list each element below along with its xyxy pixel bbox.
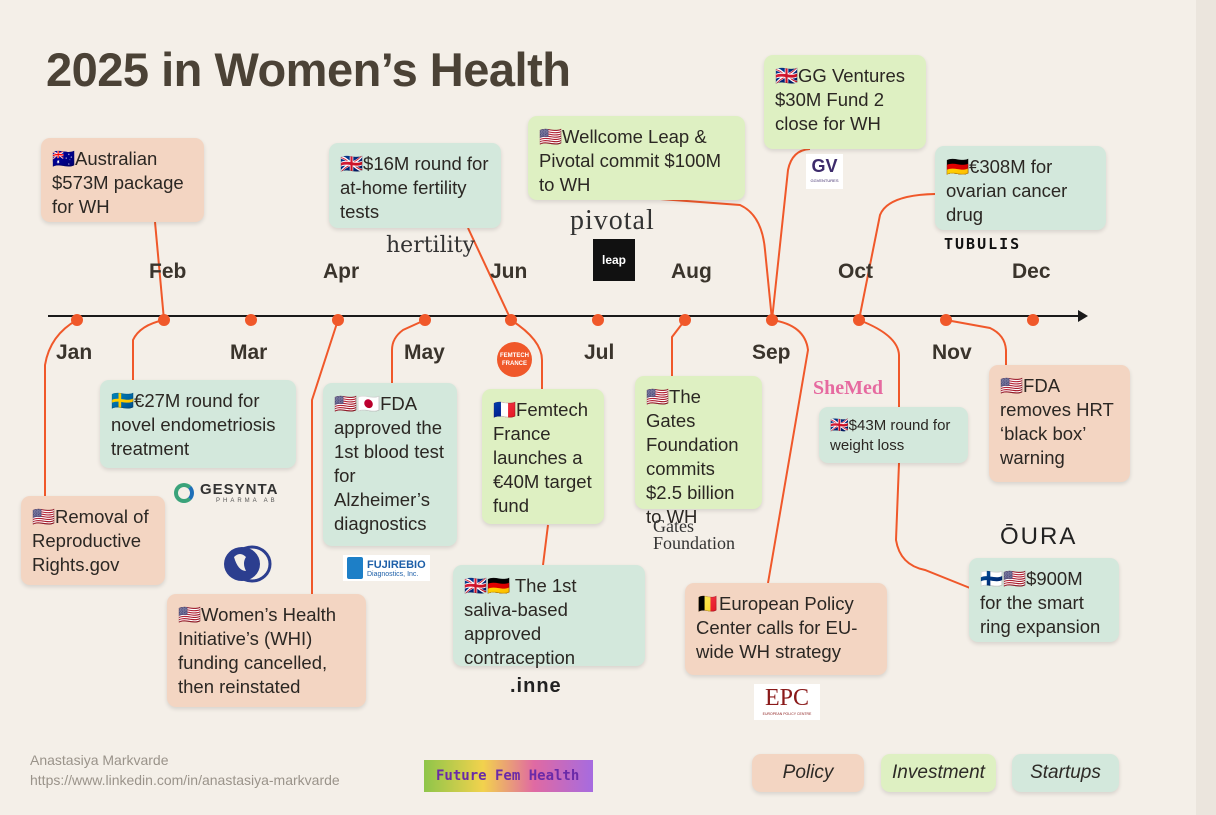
month-label-oct: Oct <box>838 260 874 283</box>
fujirebio-subtitle: Diagnostics, Inc. <box>367 570 419 578</box>
whi-logo <box>220 545 272 588</box>
timeline-arrowhead <box>1078 310 1088 322</box>
connector-tubulis <box>858 193 936 321</box>
event-card-rrgov: 🇺🇸Removal of Reproductive Rights.gov <box>21 496 165 585</box>
event-card-australia: 🇦🇺Australian $573M package for WH <box>41 138 204 222</box>
gesynta-logo: GESYNTA PHARMA AB <box>174 481 278 504</box>
hertility-logo: hertility <box>386 233 475 258</box>
oura-logo: ŌURA <box>1000 523 1078 550</box>
month-label-jun: Jun <box>490 260 528 283</box>
event-card-gg-ventures: 🇬🇧GG Ventures $30M Fund 2 close for WH <box>764 55 926 149</box>
future-fem-health-badge: Future Fem Health <box>424 760 593 792</box>
epc-mark: EPC <box>764 685 809 711</box>
event-card-fda-alzheimers: 🇺🇸🇯🇵FDA approved the 1st blood test for … <box>323 383 457 546</box>
month-dot-dec <box>1027 314 1039 326</box>
fujirebio-wordmark: FUJIREBIO <box>367 558 426 571</box>
month-dot-oct <box>853 314 865 326</box>
connector-rrgov <box>44 319 78 497</box>
femtech-france-logo-line2: FRANCE <box>502 361 527 367</box>
gg-ventures-mark: GV <box>811 156 838 176</box>
event-card-femtech-france: 🇫🇷Femtech France launches a €40M target … <box>482 389 604 524</box>
future-fem-health-badge-label: Future Fem Health <box>436 768 580 784</box>
month-dot-apr <box>332 314 344 326</box>
connector-whi <box>311 319 339 594</box>
gesynta-wordmark: GESYNTA <box>200 481 279 498</box>
inne-logo: .inne <box>510 675 562 697</box>
fujirebio-icon <box>347 557 363 579</box>
connector-hrt <box>945 319 1007 365</box>
connector-wellcome <box>659 198 773 321</box>
epc-logo: EPC EUROPEAN POLICY CENTRE <box>754 684 820 720</box>
month-dot-jul <box>592 314 604 326</box>
event-card-gesynta: 🇸🇪€27M round for novel endometriosis tre… <box>100 380 296 468</box>
connector-femtech-france <box>510 319 543 389</box>
month-label-apr: Apr <box>323 260 360 283</box>
connector-gates <box>671 319 686 378</box>
month-label-sep: Sep <box>752 341 791 364</box>
month-dot-mar <box>245 314 257 326</box>
connector-epc <box>767 319 810 584</box>
gesynta-subtitle: PHARMA AB <box>216 498 278 504</box>
gg-ventures-subtitle: GGVENTURES <box>810 178 839 183</box>
connector-gg <box>771 148 811 321</box>
connector-gesynta <box>132 319 165 381</box>
connector-saliva <box>542 524 549 566</box>
month-label-may: May <box>404 341 445 364</box>
month-label-jan: Jan <box>56 341 93 364</box>
page-edge <box>1196 0 1216 815</box>
leap-logo: leap <box>593 239 635 281</box>
month-label-dec: Dec <box>1012 260 1051 283</box>
month-dot-jun <box>505 314 517 326</box>
gates-foundation-logo: Gates Foundation <box>653 516 736 553</box>
event-card-hrt: 🇺🇸FDA removes HRT ‘black box’ warning <box>989 365 1130 482</box>
event-card-wellcome-leap: 🇺🇸Wellcome Leap & Pivotal commit $100M t… <box>528 116 745 200</box>
connector-shemed <box>858 319 900 407</box>
femtech-france-logo: FEMTECH FRANCE <box>497 342 532 377</box>
event-card-whi: 🇺🇸Women’s Health Initiative’s (WHI) fund… <box>167 594 366 707</box>
event-card-shemed: 🇬🇧$43M round for weight loss <box>819 407 968 463</box>
fujirebio-logo: FUJIREBIO Diagnostics, Inc. <box>343 555 430 581</box>
epc-subtitle: EUROPEAN POLICY CENTRE <box>762 712 812 716</box>
month-label-nov: Nov <box>932 341 972 364</box>
connector-australia <box>154 221 165 321</box>
event-card-tubulis: 🇩🇪€308M for ovarian cancer drug <box>935 146 1106 230</box>
gates-logo-line1: Gates <box>653 516 694 536</box>
connector-hertility <box>467 227 512 321</box>
month-dot-feb <box>158 314 170 326</box>
page-title: 2025 in Women’s Health <box>46 43 571 96</box>
event-card-hertility: 🇬🇧$16M round for at-home fertility tests <box>329 143 501 228</box>
legend-policy: Policy <box>752 754 864 792</box>
month-label-feb: Feb <box>149 260 187 283</box>
shemed-logo: SheMed <box>813 377 883 399</box>
legend-investment: Investment <box>881 754 996 792</box>
month-dot-sep <box>766 314 778 326</box>
gg-ventures-logo: GV GGVENTURES <box>806 154 843 189</box>
femtech-france-logo-line1: FEMTECH <box>500 353 529 359</box>
credit-url[interactable]: https://www.linkedin.com/in/anastasiya-m… <box>30 772 340 788</box>
legend-startups: Startups <box>1012 754 1119 792</box>
event-card-oura: 🇫🇮🇺🇸$900M for the smart ring expansion <box>969 558 1119 642</box>
event-card-gates-foundation: 🇺🇸The Gates Foundation commits $2.5 bill… <box>635 376 762 527</box>
month-label-mar: Mar <box>230 341 268 364</box>
month-dot-aug <box>679 314 691 326</box>
month-label-jul: Jul <box>584 341 615 364</box>
month-label-aug: Aug <box>671 260 712 283</box>
month-dot-nov <box>940 314 952 326</box>
tubulis-logo: TUBULIS <box>944 235 1022 253</box>
credit-name: Anastasiya Markvarde <box>30 752 169 768</box>
month-dot-may <box>419 314 431 326</box>
connector-oura <box>894 462 971 589</box>
event-card-saliva-contraception: 🇬🇧🇩🇪 The 1st saliva-based approved contr… <box>453 565 645 668</box>
connector-fda-alz <box>391 319 426 383</box>
gesynta-icon <box>174 482 194 503</box>
month-dot-jan <box>71 314 83 326</box>
event-card-epc: 🇧🇪European Policy Center calls for EU-wi… <box>685 583 887 675</box>
gates-logo-line2: Foundation <box>653 533 736 553</box>
pivotal-logo: pivotal <box>570 205 655 236</box>
